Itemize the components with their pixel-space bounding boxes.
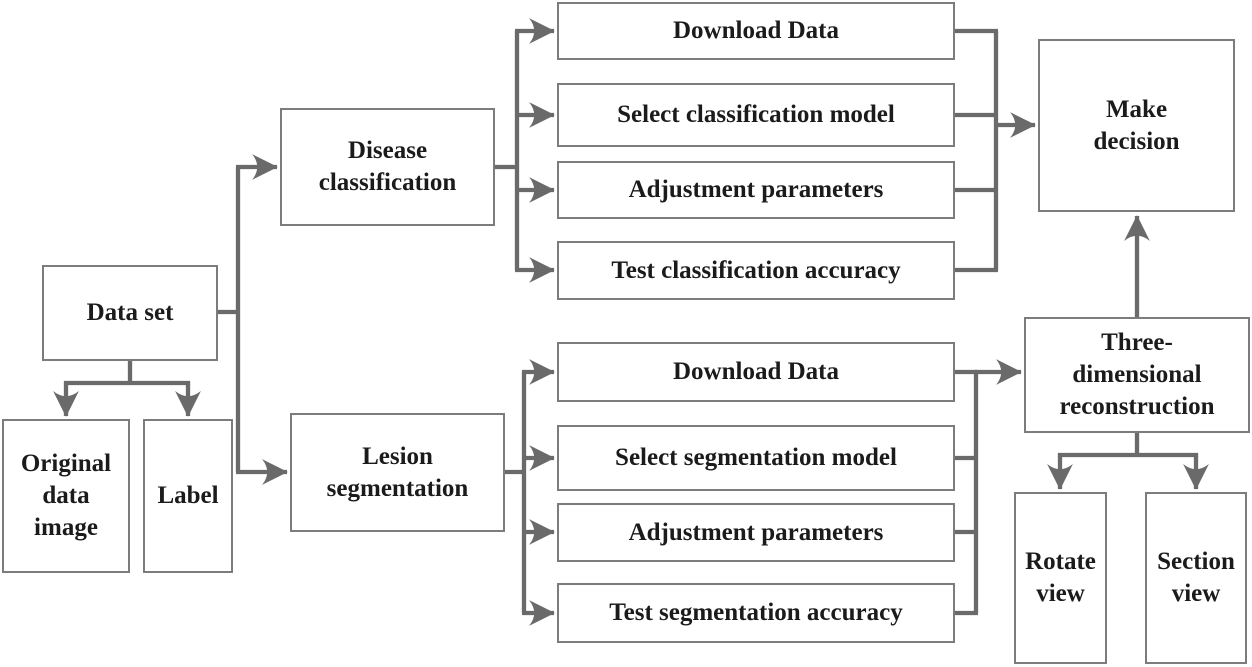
node-adjustment-parameters-classification: Adjustment parameters	[557, 161, 955, 219]
node-data-set: Data set	[42, 265, 218, 361]
node-original-data-image: Original data image	[2, 419, 130, 573]
node-three-dimensional-reconstruction-label: Three- dimensional reconstruction	[1059, 329, 1215, 420]
node-download-data-classification-label: Download Data	[673, 17, 839, 44]
node-rotate-view-label: Rotate view	[1025, 548, 1096, 607]
node-adjustment-parameters-segmentation-label: Adjustment parameters	[628, 518, 884, 546]
node-data-set-label: Data set	[86, 299, 174, 326]
node-test-classification-accuracy: Test classification accuracy	[557, 241, 955, 300]
node-select-classification-model-label: Select classification model	[617, 101, 895, 128]
node-section-view: Section view	[1145, 492, 1247, 664]
node-download-data-classification: Download Data	[557, 2, 955, 60]
node-download-data-segmentation-label: Download Data	[673, 358, 839, 385]
node-section-view-label: Section view	[1157, 548, 1235, 607]
node-make-decision-label: Make decision	[1093, 95, 1180, 155]
node-select-segmentation-model-label: Select segmentation model	[615, 444, 897, 471]
node-test-classification-accuracy-label: Test classification accuracy	[611, 256, 901, 284]
node-test-segmentation-accuracy: Test segmentation accuracy	[557, 583, 955, 643]
node-rotate-view: Rotate view	[1014, 492, 1107, 664]
node-lesion-segmentation-label: Lesion segmentation	[326, 442, 469, 502]
node-adjustment-parameters-classification-label: Adjustment parameters	[628, 176, 884, 203]
node-select-classification-model: Select classification model	[557, 83, 955, 147]
node-test-segmentation-accuracy-label: Test segmentation accuracy	[609, 599, 903, 626]
node-adjustment-parameters-segmentation: Adjustment parameters	[557, 503, 955, 562]
node-download-data-segmentation: Download Data	[557, 342, 955, 402]
node-disease-classification-label: Disease classification	[318, 137, 457, 196]
node-disease-classification: Disease classification	[280, 108, 495, 226]
node-original-data-image-label: Original data image	[20, 450, 112, 541]
node-select-segmentation-model: Select segmentation model	[557, 425, 955, 491]
node-label: Label	[143, 419, 233, 573]
node-make-decision: Make decision	[1038, 39, 1235, 212]
node-label-label: Label	[157, 482, 219, 509]
node-three-dimensional-reconstruction: Three- dimensional reconstruction	[1024, 317, 1250, 433]
node-lesion-segmentation: Lesion segmentation	[290, 413, 505, 532]
